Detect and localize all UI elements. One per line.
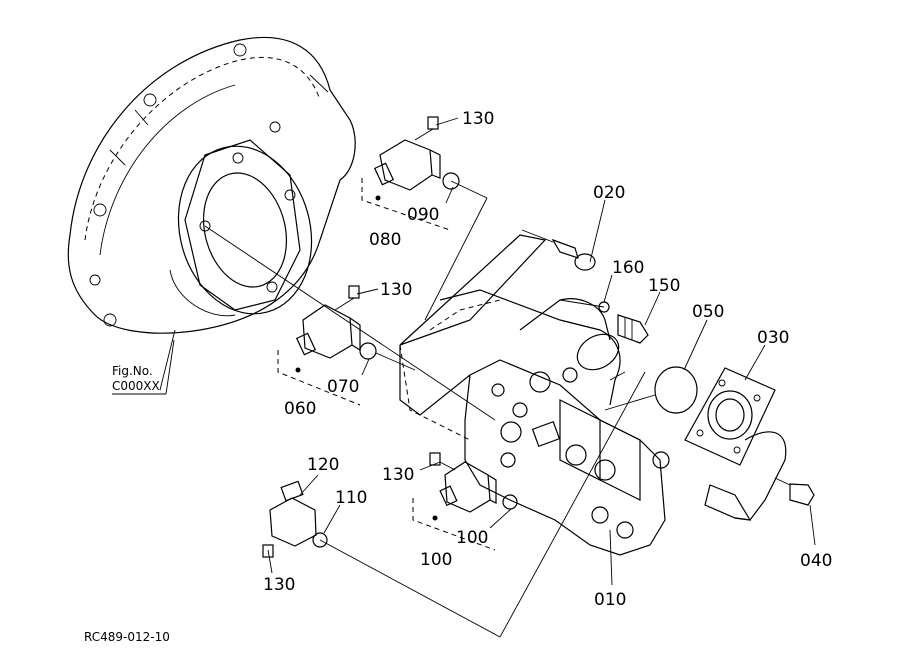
- label-060: 060: [284, 399, 316, 419]
- label-160: 160: [612, 258, 644, 278]
- label-090: 090: [407, 205, 439, 225]
- label-100: 100: [420, 550, 452, 570]
- leader-lines: [159, 117, 816, 586]
- flange-030: [684, 367, 787, 521]
- label-020: 020: [593, 183, 625, 203]
- label-140-left: 130: [263, 575, 295, 595]
- figure-code: RC489-012-10: [84, 630, 170, 644]
- pump-body: [399, 234, 670, 556]
- flywheel-housing: [67, 36, 496, 421]
- label-070: 070: [327, 377, 359, 397]
- solenoid-120: [262, 371, 646, 638]
- label-150: 150: [648, 276, 680, 296]
- fig-ref-line2: C000XX: [112, 379, 160, 393]
- label-050: 050: [692, 302, 724, 322]
- label-140-lower: 130: [382, 465, 414, 485]
- label-040: 040: [800, 551, 832, 571]
- label-120: 120: [307, 455, 339, 475]
- fitting-150: [617, 314, 649, 344]
- label-130: 110: [335, 488, 367, 508]
- label-110: 100: [456, 528, 488, 548]
- fig-ref-line1: Fig.No.: [112, 364, 153, 378]
- label-140-upper: 130: [462, 109, 494, 129]
- solenoid-060: [277, 285, 416, 406]
- label-140-middle: 130: [380, 280, 412, 300]
- oring-050: [604, 366, 698, 414]
- label-030: 030: [757, 328, 789, 348]
- label-080: 080: [369, 230, 401, 250]
- solenoid-080: [361, 116, 488, 321]
- label-010: 010: [594, 590, 626, 610]
- oring-160: [559, 299, 610, 313]
- fitting-040: [774, 477, 815, 506]
- solenoid-100: [412, 452, 518, 551]
- bolt-020: [521, 229, 596, 271]
